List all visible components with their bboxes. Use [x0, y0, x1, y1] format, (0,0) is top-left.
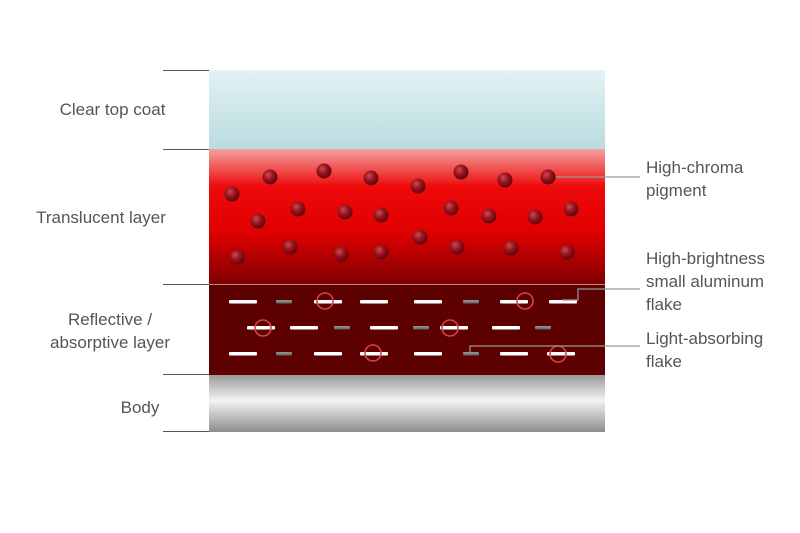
pigment-particle	[481, 208, 497, 224]
aluminum-flake	[247, 326, 275, 330]
highlight-ring	[516, 292, 534, 310]
aluminum-flake	[500, 352, 528, 356]
absorbing-flake	[463, 300, 479, 304]
pigment-particle	[250, 213, 266, 229]
label-light-absorbing-flake: Light-absorbing flake	[646, 329, 764, 371]
aluminum-flake	[290, 326, 318, 330]
pigment-particle	[224, 186, 240, 202]
pigment-particle	[443, 200, 459, 216]
label-high-chroma-pigment: High-chroma pigment	[646, 158, 744, 200]
aluminum-flake	[414, 352, 442, 356]
clear-top-coat-layer	[209, 70, 605, 149]
absorbing-flake	[276, 300, 292, 304]
aluminum-flake	[549, 300, 577, 304]
aluminum-flake	[360, 300, 388, 304]
label-translucent-layer: Translucent layer	[36, 208, 166, 227]
pigment-particle	[316, 163, 332, 179]
label-reflective-absorptive-layer: Reflective / absorptive layer	[49, 310, 170, 352]
aluminum-flake	[500, 300, 528, 304]
absorbing-flake	[334, 326, 350, 330]
pigment-particle	[563, 201, 579, 217]
pigment-particle	[449, 239, 465, 255]
pigment-particle	[333, 246, 349, 262]
aluminum-flake	[370, 326, 398, 330]
leader-absorbing	[469, 345, 640, 352]
boundary-ticks	[163, 70, 209, 432]
pigment-particle	[527, 209, 543, 225]
aluminum-flake	[229, 352, 257, 356]
callout-leaders	[469, 176, 640, 352]
flake-particles	[229, 300, 577, 356]
label-clear-top-coat: Clear top coat	[59, 100, 166, 119]
pigment-particle	[229, 249, 245, 265]
pigment-particle	[540, 169, 556, 185]
pigment-particle	[559, 244, 575, 260]
highlight-ring	[441, 319, 459, 337]
label-body: Body	[120, 398, 160, 417]
pigment-particle	[410, 178, 426, 194]
highlight-ring	[316, 292, 334, 310]
pigment-particle	[373, 244, 389, 260]
pigment-particle	[497, 172, 513, 188]
aluminum-flake	[414, 300, 442, 304]
pigment-particle	[282, 239, 298, 255]
leader-aluminum	[562, 288, 640, 301]
absorbing-flake	[535, 326, 551, 330]
highlight-ring	[254, 319, 272, 337]
absorbing-flake	[463, 352, 479, 356]
pigment-particle	[412, 229, 428, 245]
highlight-ring	[364, 344, 382, 362]
pigment-particle	[373, 207, 389, 223]
aluminum-flake	[547, 352, 575, 356]
absorbing-flake	[413, 326, 429, 330]
aluminum-flake	[314, 300, 342, 304]
aluminum-flake	[360, 352, 388, 356]
label-high-brightness-aluminum-flake: High-brightness small aluminum flake	[646, 249, 766, 314]
absorbing-flake	[276, 352, 292, 356]
body-layer	[209, 375, 605, 432]
aluminum-flake	[440, 326, 468, 330]
aluminum-flake	[492, 326, 520, 330]
pigment-particle	[262, 169, 278, 185]
pigment-particles	[224, 163, 579, 265]
pigment-particle	[503, 240, 519, 256]
highlight-rings	[254, 292, 567, 363]
aluminum-flake	[229, 300, 257, 304]
translucent-layer	[209, 149, 605, 284]
pigment-particle	[337, 204, 353, 220]
aluminum-flake	[314, 352, 342, 356]
pigment-particle	[453, 164, 469, 180]
pigment-particle	[290, 201, 306, 217]
pigment-particle	[363, 170, 379, 186]
